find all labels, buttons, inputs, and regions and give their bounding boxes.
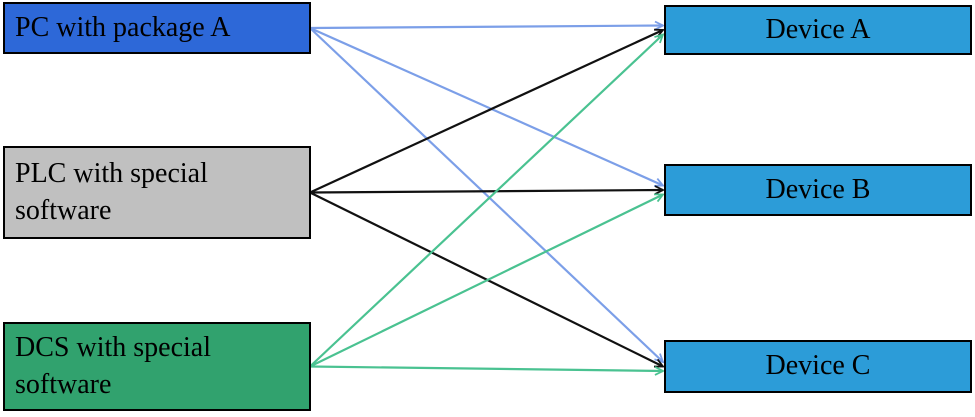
target-node-device-b: Device B bbox=[664, 164, 972, 216]
node-label: DCS with special software bbox=[15, 331, 211, 400]
source-node-plc-with-special-software: PLC with special software bbox=[3, 146, 311, 239]
edge-arrow-dcs-to-devB bbox=[309, 193, 665, 368]
node-label: Device C bbox=[765, 350, 871, 382]
target-node-device-a: Device A bbox=[664, 5, 972, 55]
edge-arrow-dcs-to-devC bbox=[309, 365, 666, 376]
edge-arrow-pc-to-devC bbox=[309, 27, 665, 364]
node-label: Device B bbox=[765, 173, 871, 205]
node-label: PLC with special software bbox=[15, 157, 208, 226]
source-node-pc-with-package-a: PC with package A bbox=[3, 2, 311, 54]
node-label: PC with package A bbox=[15, 11, 231, 43]
source-node-dcs-with-special-software: DCS with special software bbox=[3, 322, 311, 411]
edge-arrow-plc-to-devA bbox=[309, 28, 665, 194]
edge-arrow-dcs-to-devA bbox=[309, 33, 665, 368]
edge-arrow-pc-to-devB bbox=[309, 26, 665, 187]
target-node-device-c: Device C bbox=[664, 340, 972, 393]
node-label: Device A bbox=[765, 13, 871, 45]
edge-arrow-plc-to-devB bbox=[309, 185, 666, 195]
edge-arrow-pc-to-devA bbox=[309, 20, 666, 31]
